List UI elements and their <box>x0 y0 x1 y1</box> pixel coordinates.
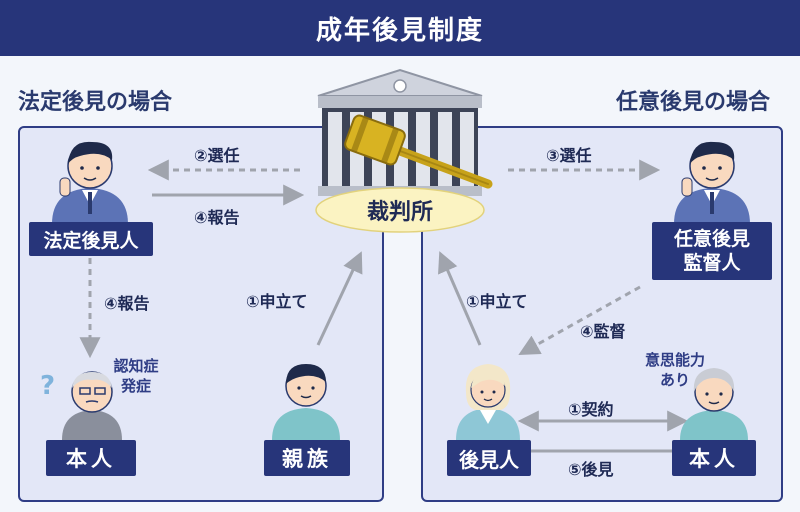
label-left-petition: ①申立て <box>246 292 308 311</box>
label-left-report-down: ④報告 <box>104 294 150 313</box>
note-dementia-line1: 認知症 <box>113 357 159 375</box>
note-capacity: 意思能力 あり <box>630 350 720 390</box>
label-right-supervise: ④監督 <box>580 322 626 341</box>
right-principal-label-box: 本人 <box>672 440 756 476</box>
note-dementia: 認知症 発症 <box>106 356 166 396</box>
guardian-woman-person-icon <box>456 364 520 440</box>
supervisor-person-icon <box>674 141 750 224</box>
voluntary-supervisor-label-box: 任意後見 監督人 <box>652 222 772 280</box>
left-heading: 法定後見の場合 <box>18 90 173 115</box>
note-capacity-line1: 意思能力 <box>644 351 705 369</box>
legal-guardian-label-box: 法定後見人 <box>29 222 153 256</box>
arrow-right-petition <box>438 251 482 346</box>
supervisor-label-line1: 任意後見 <box>673 228 750 250</box>
page-title: 成年後見制度 <box>315 15 484 46</box>
relatives-person-icon <box>272 364 340 440</box>
label-right-guardianship: ⑤後見 <box>568 460 614 479</box>
principal-elderly-man-icon <box>62 371 122 440</box>
right-heading: 任意後見の場合 <box>616 90 771 115</box>
court-label: 裁判所 <box>366 200 433 225</box>
arrow-left-petition <box>316 251 363 346</box>
legal-guardian-person-icon <box>52 141 128 224</box>
arrow-right-supervise <box>518 285 641 356</box>
label-right-select: ③選任 <box>546 146 592 165</box>
title-banner: 成年後見制度 <box>0 0 800 56</box>
label-right-petition: ①申立て <box>466 292 528 311</box>
note-capacity-line2: あり <box>659 371 690 389</box>
right-guardian-label-box: 後見人 <box>447 440 531 476</box>
principal-elderly-woman-icon <box>680 368 748 440</box>
supervisor-label-line2: 監督人 <box>683 252 741 274</box>
gavel-icon <box>344 114 493 189</box>
left-principal-label-box: 本人 <box>46 440 136 476</box>
question-mark-icon: ? <box>40 371 55 401</box>
label-left-report-court: ④報告 <box>194 208 240 227</box>
court-label-oval <box>315 187 485 233</box>
label-left-select: ②選任 <box>194 146 240 165</box>
relatives-label-box: 親族 <box>264 440 350 476</box>
label-right-contract: ①契約 <box>568 400 614 419</box>
note-dementia-line2: 発症 <box>120 377 151 395</box>
